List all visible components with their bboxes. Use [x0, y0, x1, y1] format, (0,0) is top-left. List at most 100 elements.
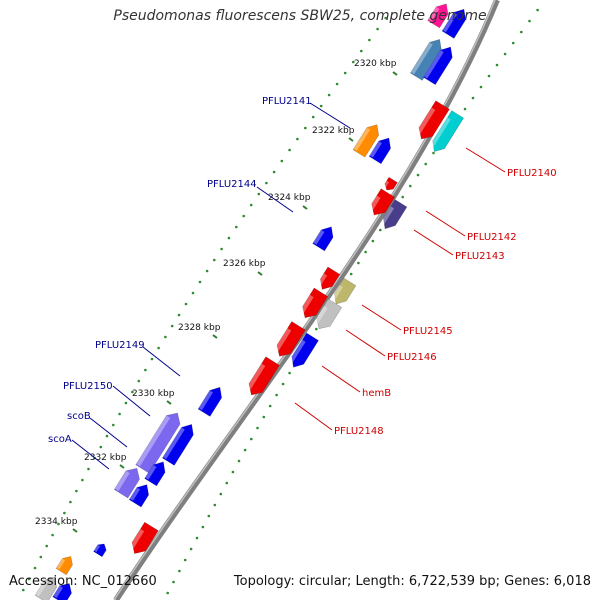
- gene-arrow-body: [383, 199, 408, 230]
- track-dot: [81, 478, 84, 482]
- track-dot: [189, 547, 193, 551]
- gene-arrow[interactable]: [352, 121, 383, 158]
- tick-labels: 2320 kbp 2322 kbp 2324 kbp 2326 kbp 2328…: [35, 59, 397, 527]
- leader-line: [89, 417, 128, 448]
- gene-label[interactable]: PFLU2143: [455, 251, 505, 262]
- gene-arrow-body: [93, 543, 107, 558]
- gene-arrow-shine: [129, 487, 141, 501]
- gene-arrow[interactable]: [441, 6, 470, 39]
- track-dot: [184, 302, 188, 306]
- gene-arrow-body: [368, 137, 391, 165]
- tick-mark: [348, 137, 354, 142]
- gene-arrow-shine: [298, 294, 314, 315]
- gene-label[interactable]: scoB: [67, 411, 91, 422]
- track-dot: [131, 390, 134, 394]
- gene-arrow[interactable]: [383, 176, 398, 192]
- track-dot: [242, 214, 245, 218]
- track-dot: [205, 269, 209, 273]
- gene-arrow[interactable]: [161, 421, 197, 466]
- gene-label[interactable]: PFLU2149: [95, 340, 145, 351]
- track-dot: [195, 536, 199, 540]
- gene-arrow[interactable]: [428, 110, 465, 156]
- gene-arrow-body: [441, 8, 466, 39]
- gene-label[interactable]: PFLU2140: [507, 168, 557, 179]
- gene-labels: PFLU2141 PFLU2144 PFLU2149 PFLU2150 scoB…: [48, 96, 557, 445]
- gene-label[interactable]: PFLU2150: [63, 381, 113, 392]
- track-dot: [99, 445, 103, 449]
- gene-arrow[interactable]: [135, 409, 185, 474]
- track-dot: [357, 261, 360, 265]
- track-dot: [75, 489, 78, 493]
- gene-arrow[interactable]: [245, 356, 280, 399]
- gene-arrow[interactable]: [316, 266, 341, 293]
- gene-arrow[interactable]: [128, 521, 159, 558]
- gene-arrow[interactable]: [93, 541, 109, 558]
- track-dot: [315, 327, 318, 331]
- track-dot: [231, 470, 235, 474]
- tick-mark: [302, 205, 308, 210]
- gene-arrow[interactable]: [409, 36, 445, 81]
- gene-arrow-body: [135, 412, 181, 474]
- gene-arrow[interactable]: [128, 481, 153, 508]
- gene-arrow-shine: [162, 427, 185, 460]
- leader-line: [112, 385, 151, 417]
- gene-label[interactable]: PFLU2145: [403, 326, 453, 337]
- gene-arrow[interactable]: [312, 298, 343, 333]
- gene-arrow[interactable]: [423, 43, 456, 86]
- gene-arrow[interactable]: [34, 573, 61, 600]
- genome-summary-text: Topology: circular; Length: 6,722,539 bp…: [233, 574, 591, 589]
- gene-arrow[interactable]: [273, 321, 306, 360]
- gene-label[interactable]: PFLU2142: [467, 232, 517, 243]
- gene-arrow[interactable]: [415, 100, 450, 143]
- backbone-highlight: [113, 0, 496, 600]
- leader-line: [465, 147, 506, 173]
- gene-label[interactable]: PFLU2148: [334, 426, 384, 437]
- gene-arrow[interactable]: [312, 223, 338, 252]
- gene-arrow-shine: [273, 328, 292, 354]
- gene-label[interactable]: PFLU2144: [207, 179, 257, 190]
- track-dot: [416, 173, 420, 177]
- gene-arrow-shine: [128, 528, 145, 551]
- gene-arrow-shine: [428, 6, 440, 22]
- track-dot: [39, 555, 43, 559]
- gene-arrow[interactable]: [52, 580, 75, 600]
- track-dot: [327, 93, 331, 97]
- gene-arrow[interactable]: [367, 188, 396, 220]
- gene-arrow[interactable]: [330, 277, 357, 307]
- gene-label[interactable]: PFLU2146: [387, 352, 437, 363]
- tick-label: 2328 kbp: [178, 323, 221, 333]
- gene-arrow-shine: [56, 558, 66, 570]
- gene-arrow-body: [161, 423, 194, 466]
- track-dot: [335, 82, 339, 86]
- gene-arrow[interactable]: [379, 199, 408, 233]
- gene-arrow[interactable]: [197, 384, 226, 417]
- gene-arrow[interactable]: [144, 458, 170, 487]
- gene-arrow[interactable]: [288, 332, 319, 371]
- tick-label: 2324 kbp: [268, 193, 311, 203]
- track-dot: [288, 371, 291, 375]
- tick-marks: [72, 71, 398, 533]
- gene-label[interactable]: hemB: [362, 388, 391, 399]
- track-dot: [409, 184, 412, 188]
- gene-label[interactable]: PFLU2141: [262, 96, 312, 107]
- leader-line: [361, 304, 402, 331]
- gene-arrow[interactable]: [427, 0, 453, 29]
- gene-arrow-shine: [94, 544, 101, 553]
- track-dot: [237, 459, 241, 463]
- track-dot: [280, 159, 284, 163]
- gene-arrow[interactable]: [368, 134, 395, 165]
- tick-mark: [257, 271, 263, 276]
- track-dot: [177, 313, 181, 317]
- gene-arrow-body: [384, 176, 398, 191]
- track-dot: [33, 566, 37, 570]
- tick-mark: [72, 528, 78, 533]
- track-dot: [281, 382, 285, 386]
- gene-label[interactable]: scoA: [48, 434, 72, 445]
- gene-arrow-body: [423, 46, 453, 86]
- gene-arrow[interactable]: [55, 553, 76, 576]
- gene-arrow[interactable]: [113, 464, 143, 499]
- track-dot: [118, 412, 121, 416]
- gene-arrow-shine: [313, 229, 325, 245]
- track-dot: [213, 258, 216, 262]
- gene-arrow[interactable]: [298, 287, 329, 322]
